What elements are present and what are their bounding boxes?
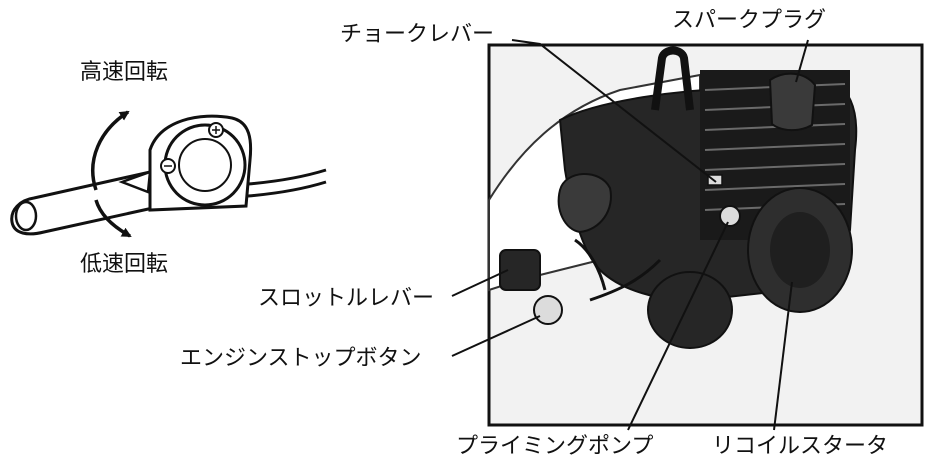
leader-lines xyxy=(451,39,809,431)
leader-recoil-starter xyxy=(773,281,793,431)
fuel-tank xyxy=(647,271,733,349)
leader-choke-lever xyxy=(511,39,717,183)
leader-throttle-lever xyxy=(451,269,509,297)
spark-plug-cap xyxy=(768,72,817,132)
high-speed-arrow-icon xyxy=(91,110,130,191)
leader-spark-plug xyxy=(795,39,809,83)
leader-priming-pump xyxy=(627,221,729,431)
high-speed-label: 高速回転 xyxy=(80,60,169,85)
engine-handle xyxy=(651,46,694,111)
throttle-cable xyxy=(247,168,327,186)
low-speed-arrow-icon xyxy=(94,199,132,238)
throttle-lever-label: スロットルレバー xyxy=(258,286,435,311)
recoil-starter-label: リコイルスタータ xyxy=(712,434,889,459)
leader-engine-stop-button xyxy=(451,315,541,357)
pointer-triangle-icon xyxy=(118,170,152,194)
choke-lever-label: チョークレバー xyxy=(340,22,495,47)
priming-pump-bulb xyxy=(719,205,741,227)
low-speed-label: 低速回転 xyxy=(80,252,169,277)
priming-pump-label: プライミングポンプ xyxy=(456,434,654,459)
engine-stop-button xyxy=(533,295,563,325)
throttle-lever xyxy=(499,249,541,291)
throttle-grip-illustration xyxy=(10,110,327,238)
engine-photo-panel xyxy=(487,43,924,427)
spark-plug-label: スパークプラグ xyxy=(672,8,827,33)
engine-stop-button-label: エンジンストップボタン xyxy=(180,346,422,371)
